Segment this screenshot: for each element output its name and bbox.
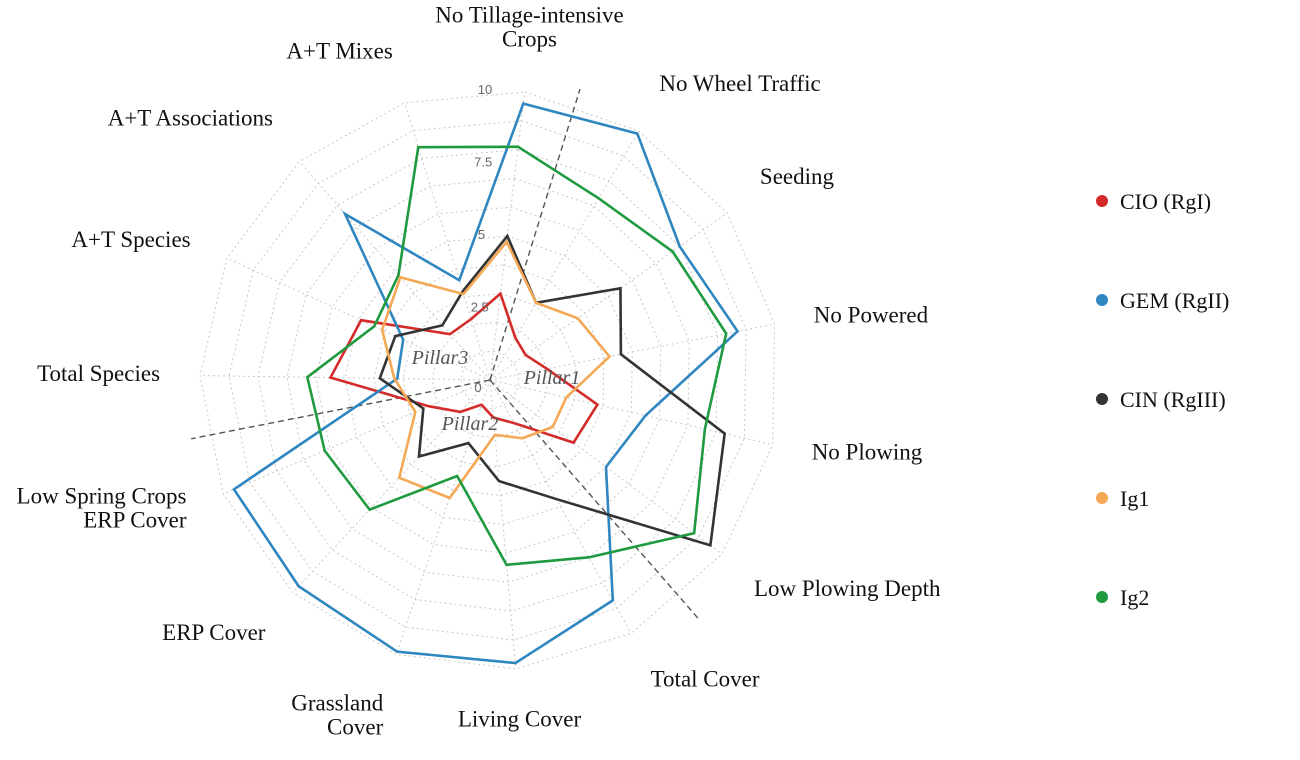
grid-spoke [226,257,491,381]
series-line-2 [232,102,740,665]
axis-label: Total Cover [651,666,760,691]
legend-swatch [1096,195,1108,207]
series-line-1 [328,291,600,445]
grid-spoke [489,379,632,634]
axis-label: No Powered [814,302,929,327]
pillar-label-1: Pillar1 [523,367,581,389]
legend-label: CIO (RgI) [1120,189,1211,214]
grid-spoke [298,161,491,381]
grid-spoke [200,375,491,381]
grid-ring [228,120,747,641]
axis-label: No Plowing [812,440,923,465]
grid-ring [286,177,690,583]
grid-ring [199,91,776,670]
axis-label: Low Spring Crops [17,484,187,509]
legend-item: Ig1 [1096,486,1149,511]
pillar-divider [489,379,701,621]
grid-ring [460,350,519,410]
grid-ring [315,206,662,554]
legend-item: CIN (RgIII) [1096,387,1226,412]
grid-spoke [292,379,491,593]
axis-label: A+T Associations [108,105,273,130]
axis-label: ERP Cover [162,620,266,645]
axis-label: Low Plowing Depth [754,576,941,601]
axis-label: ERP Cover [83,508,187,533]
axis-label: Seeding [760,164,835,189]
axis-label: Living Cover [458,707,582,732]
tick-label: 0 [474,380,481,395]
legend-label: Ig1 [1120,486,1149,511]
grid-ring [373,264,605,497]
legend-label: GEM (RgII) [1120,288,1229,313]
grid-spoke [489,130,640,381]
tick-label: 2.5 [471,300,489,315]
grid-ring [402,293,576,468]
pillar-divider [191,379,491,440]
data-series [232,102,740,665]
grid-ring [431,321,548,439]
legend-swatch [1096,393,1108,405]
legend-item: GEM (RgII) [1096,288,1229,313]
legend-label: CIN (RgIII) [1120,387,1226,412]
grid-spoke [489,212,728,381]
axis-label: Grassland [291,690,383,715]
pillar-label-3: Pillar3 [411,347,469,369]
legend-item: Ig2 [1096,585,1149,610]
grid-spoke [223,379,491,495]
axis-label: A+T Species [71,227,190,252]
tick-label: 7.5 [474,155,492,170]
axis-label: Total Species [37,361,160,386]
legend-item: CIO (RgI) [1096,189,1211,214]
axis-label: A+T Mixes [286,39,393,64]
grid-spoke [489,379,517,669]
series-line-4 [380,239,612,500]
pillar-dividers [191,88,701,621]
pillar-labels: Pillar1 Pillar2 Pillar3 [411,347,581,435]
legend-swatch [1096,294,1108,306]
pillar-label-2: Pillar2 [441,413,499,435]
axis-label: No Wheel Traffic [659,71,820,96]
series-line-3 [378,233,727,548]
radial-ticks: 0 2.5 5 7.5 10 [471,82,493,395]
axis-label: Crops [502,26,557,51]
series-line-5 [305,145,728,567]
radar-grid [199,91,776,670]
legend-label: Ig2 [1120,585,1149,610]
axis-label: Cover [327,714,384,739]
tick-label: 5 [478,227,485,242]
grid-spoke [395,379,491,655]
axis-label: No Tillage-intensive [435,2,623,27]
legend-swatch [1096,492,1108,504]
legend-swatch [1096,591,1108,603]
pillar-divider [489,88,581,381]
tick-label: 10 [478,82,492,97]
